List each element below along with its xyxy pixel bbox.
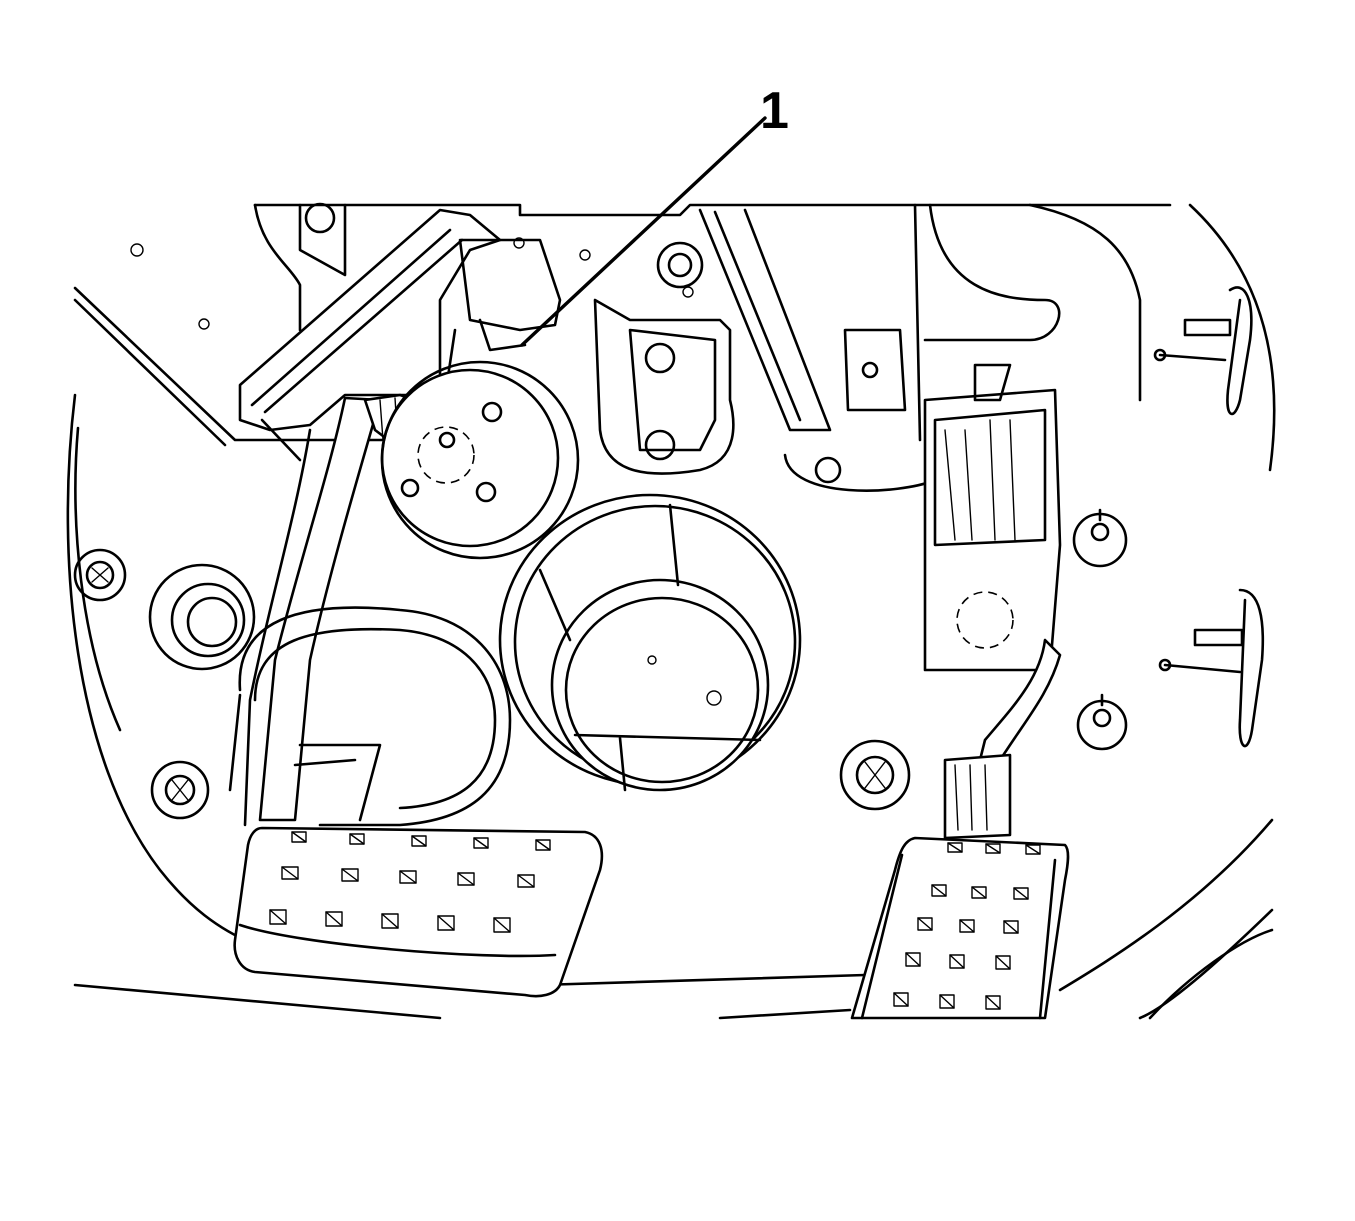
accelerator-pad-tread	[893, 842, 1041, 1010]
mounting-studs	[73, 241, 1128, 820]
pedal-bracket-plate	[73, 202, 1172, 447]
accelerator-pedal-module	[843, 203, 1142, 840]
accelerator-pedal-pad	[850, 836, 1070, 1020]
callout-1-leader	[520, 116, 767, 347]
stud-left-lower	[150, 760, 210, 820]
brake-pad-tread	[269, 831, 551, 933]
brake-pedal-arm	[238, 208, 502, 827]
stud-left-upper	[73, 548, 127, 602]
lower-dash-opening	[228, 606, 512, 827]
stud-right-upper	[1072, 508, 1128, 568]
brake-pedal-pad	[233, 826, 604, 998]
booster-mount-flange	[380, 360, 580, 560]
callout-1: 1	[520, 82, 789, 347]
steering-column-opening	[498, 493, 802, 792]
nut-upper-center	[644, 241, 704, 461]
center-bracket	[593, 208, 832, 475]
callout-1-label: 1	[760, 82, 789, 140]
harness-clip-lower	[1158, 588, 1265, 748]
stud-right-lower	[1076, 693, 1128, 751]
stud-center-lower	[839, 739, 911, 811]
stud-right-center	[783, 453, 937, 492]
harness-clip-upper	[1153, 286, 1253, 416]
left-grommet	[148, 563, 256, 671]
